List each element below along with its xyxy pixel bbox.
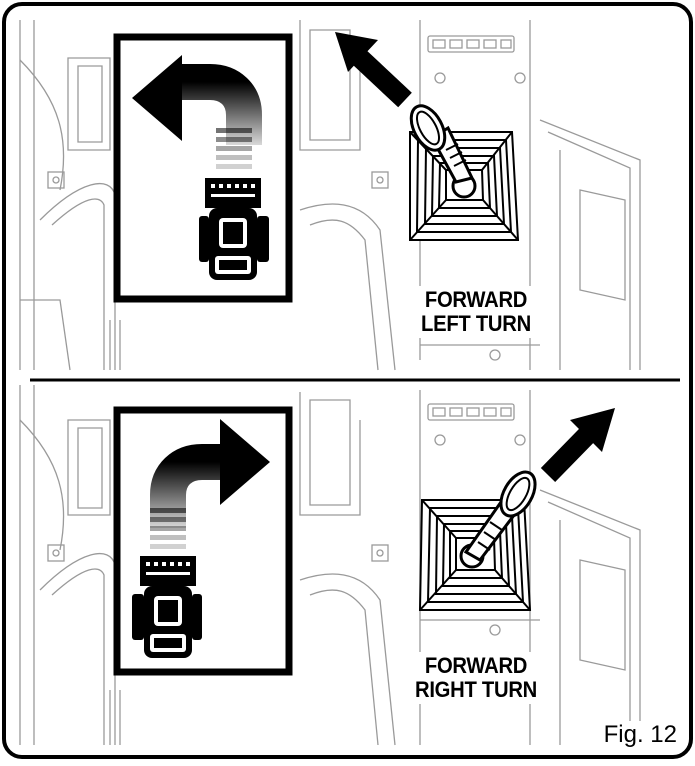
label-line-2: RIGHT TURN — [412, 678, 541, 702]
figure-label: Fig. 12 — [600, 721, 681, 749]
label-line-1: FORWARD — [412, 654, 541, 678]
forward-left-turn-label: FORWARD LEFT TURN — [406, 286, 546, 338]
right-turn-indicator-box — [117, 410, 289, 672]
left-turn-indicator-box — [117, 37, 289, 299]
label-line-2: LEFT TURN — [412, 312, 541, 336]
label-line-1: FORWARD — [412, 288, 541, 312]
forward-right-turn-label: FORWARD RIGHT TURN — [406, 652, 546, 704]
